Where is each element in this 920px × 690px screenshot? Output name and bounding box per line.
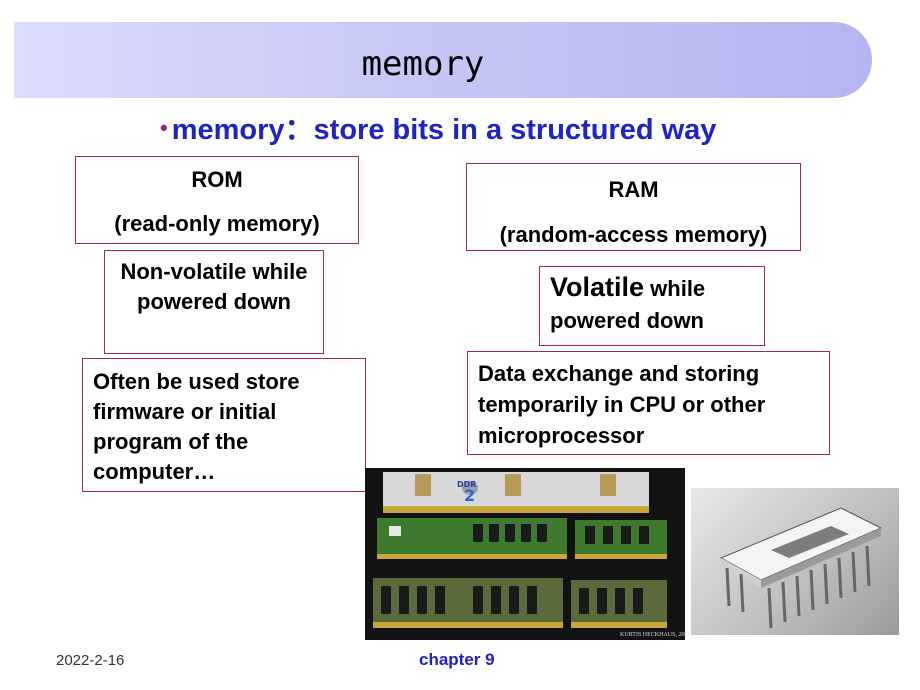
subtitle-text: memory：store bits in a structured way xyxy=(171,114,717,146)
rom-property-box: Non-volatile while powered down xyxy=(104,250,324,354)
rom-use-box: Often be used store firmware or initial … xyxy=(82,358,366,492)
photo-credit: KURTIS HECKHAUS, 2009. xyxy=(620,632,692,638)
rom-name: ROM xyxy=(191,167,243,192)
ram-name: RAM xyxy=(608,177,659,202)
ram-fullname: (random-access memory) xyxy=(499,222,768,247)
footer-date: 2022-2-16 xyxy=(56,652,125,669)
ram-modules-photo: DDR 2 xyxy=(365,468,685,640)
module-brand-digit: 2 xyxy=(464,486,475,505)
title-banner xyxy=(14,22,872,98)
ram-property-rest: while powered down xyxy=(550,276,706,333)
rom-box: ROM (read-only memory) xyxy=(75,156,359,244)
eprom-chip-illustration xyxy=(719,507,883,629)
ram-use-box: Data exchange and storing temporarily in… xyxy=(467,351,830,455)
subtitle-bullet: •memory：store bits in a structured way xyxy=(160,106,716,148)
slide-title: memory xyxy=(361,44,485,84)
footer-chapter: chapter 9 xyxy=(419,650,495,669)
ram-property-box: Volatile while powered down xyxy=(539,266,765,346)
module-brand-label: DDR xyxy=(457,480,476,489)
ram-modules-illustration: DDR 2 xyxy=(365,468,685,640)
rom-fullname: (read-only memory) xyxy=(114,211,320,236)
eprom-chip-photo xyxy=(691,488,899,635)
bullet-icon: • xyxy=(160,115,168,140)
ram-property-lead: Volatile xyxy=(550,272,645,302)
ram-box: RAM (random-access memory) xyxy=(466,163,801,251)
